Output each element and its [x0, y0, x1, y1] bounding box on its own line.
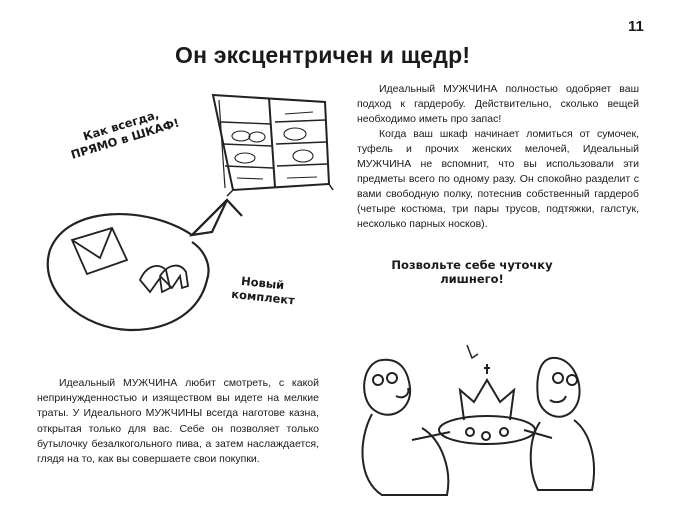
purchases-arrow-illustration — [46, 198, 243, 332]
pointer-arrow — [466, 344, 479, 360]
page-title: Он эксцентричен и щедр! — [175, 42, 471, 68]
page-number: 11 — [628, 18, 644, 35]
closet-caption: Как всегда, ПРЯМО в ШКАФ! — [69, 107, 181, 162]
wardrobe-illustration — [211, 93, 334, 197]
left-paragraph: Идеальный МУЖЧИНА любит смотреть, с како… — [37, 377, 319, 466]
tagline-caption: Позвольте себе чуточку лишнего! — [391, 258, 553, 286]
right-paragraph-2: Когда ваш шкаф начинает ломиться от сумо… — [357, 128, 639, 230]
right-column-text: Идеальный МУЖЧИНА полностью одобряет ваш… — [357, 82, 639, 232]
left-column-text: Идеальный МУЖЧИНА любит смотреть, с како… — [37, 376, 319, 467]
right-paragraph-1: Идеальный МУЖЧИНА полностью одобряет ваш… — [357, 83, 639, 125]
crown-cartoon-illustration — [361, 344, 595, 496]
